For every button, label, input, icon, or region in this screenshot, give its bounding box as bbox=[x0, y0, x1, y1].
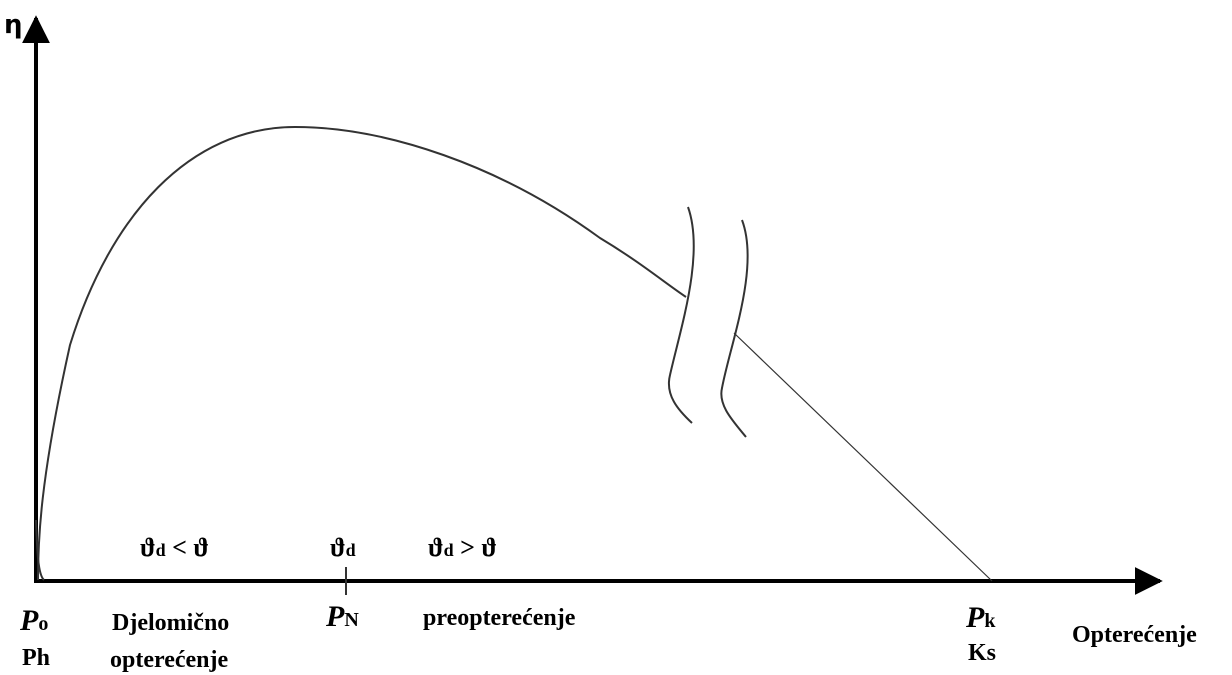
theta-relation: < ϑ bbox=[165, 533, 209, 562]
marker-pk-sub: k bbox=[984, 610, 996, 632]
marker-pk-letter: P bbox=[966, 601, 985, 634]
region-partial-line1: Djelomično bbox=[112, 610, 230, 636]
marker-pn: PN bbox=[326, 602, 359, 632]
marker-pk-code: Ks bbox=[968, 640, 997, 666]
region-partial-line2: opterećenje bbox=[110, 647, 229, 673]
theta-symbol: ϑ bbox=[330, 533, 346, 562]
region-overload: preopterećenje bbox=[423, 605, 576, 631]
efficiency-curve bbox=[37, 125, 687, 581]
temp-center-annotation: ϑd bbox=[330, 535, 356, 561]
theta-symbol: ϑ bbox=[428, 533, 444, 562]
marker-p0-code: Ph bbox=[22, 645, 51, 671]
theta-subscript: d bbox=[443, 540, 454, 560]
x-axis-label: Opterećenje bbox=[1072, 622, 1197, 648]
marker-p0-sub: o bbox=[38, 613, 49, 635]
curve-origin-hook bbox=[35, 519, 45, 581]
temp-left-annotation: ϑd < ϑ bbox=[140, 535, 209, 561]
curve-continuation bbox=[733, 332, 993, 582]
theta-symbol: ϑ bbox=[140, 533, 156, 562]
marker-pn-sub: N bbox=[344, 609, 359, 631]
theta-subscript: d bbox=[155, 540, 166, 560]
temp-right-annotation: ϑd > ϑ bbox=[428, 535, 497, 561]
marker-pk: Pk bbox=[966, 603, 995, 633]
theta-subscript: d bbox=[345, 540, 356, 560]
marker-pn-letter: P bbox=[326, 600, 345, 633]
axis-break-right bbox=[720, 219, 749, 438]
marker-p0: Po bbox=[20, 606, 48, 636]
marker-p0-letter: P bbox=[20, 604, 39, 637]
y-axis-label: η bbox=[4, 10, 23, 40]
theta-relation: > ϑ bbox=[453, 533, 497, 562]
axis-break-left bbox=[667, 206, 695, 424]
